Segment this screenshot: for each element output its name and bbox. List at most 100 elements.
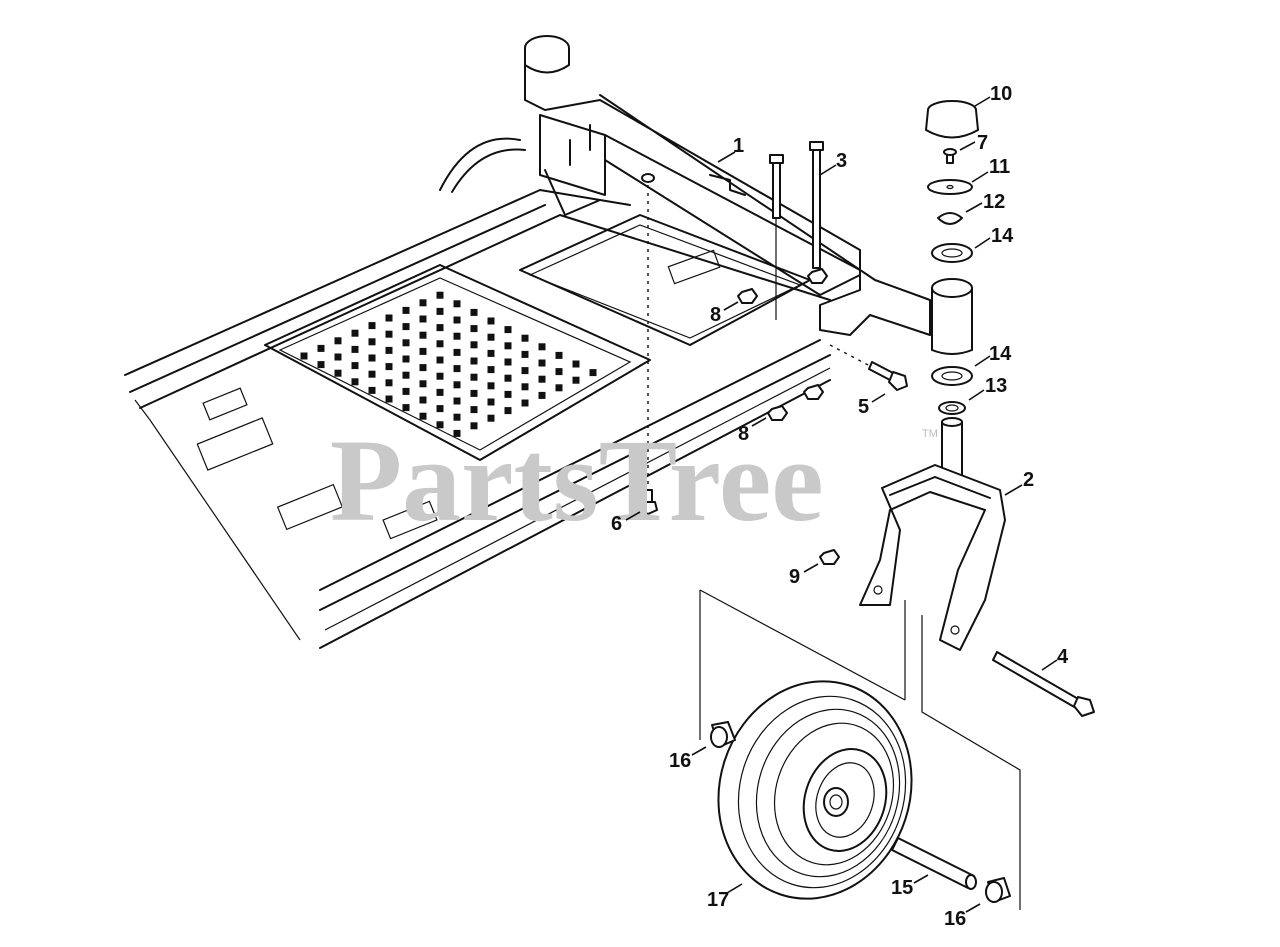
wheel-exploded-outline bbox=[699, 589, 1021, 910]
bolt-horizontal bbox=[829, 344, 908, 391]
grate-hole bbox=[589, 369, 597, 377]
svg-text:12: 12 bbox=[983, 191, 1005, 213]
grate-hole bbox=[436, 340, 444, 348]
grate-hole bbox=[453, 381, 461, 389]
grate-hole bbox=[385, 379, 393, 387]
grate-hole bbox=[402, 339, 410, 347]
svg-text:10: 10 bbox=[990, 83, 1012, 105]
svg-text:16: 16 bbox=[944, 908, 966, 930]
grate-hole bbox=[555, 384, 563, 392]
grate-hole bbox=[487, 398, 495, 406]
grate-hole bbox=[521, 367, 529, 375]
svg-text:1: 1 bbox=[733, 135, 744, 157]
grate-hole bbox=[436, 307, 444, 315]
svg-text:8: 8 bbox=[738, 423, 749, 445]
grate-hole bbox=[504, 407, 512, 415]
grate-hole bbox=[402, 387, 410, 395]
callout-17: 17 bbox=[707, 883, 743, 911]
grate-hole bbox=[453, 397, 461, 405]
svg-text:14: 14 bbox=[991, 225, 1014, 247]
grate-hole bbox=[334, 353, 342, 361]
callout-12: 12 bbox=[965, 191, 1005, 213]
grate-hole bbox=[470, 325, 478, 333]
grate-hole bbox=[538, 391, 546, 399]
grate-hole bbox=[385, 363, 393, 371]
grate-hole bbox=[504, 326, 512, 334]
callout-9: 9 bbox=[789, 563, 819, 588]
grate-hole bbox=[453, 316, 461, 324]
callout-5: 5 bbox=[858, 393, 886, 418]
callout-7: 7 bbox=[959, 132, 988, 154]
grate-hole bbox=[504, 390, 512, 398]
bolt-short bbox=[638, 173, 658, 515]
watermark-trademark: TM bbox=[922, 428, 938, 440]
grate-hole bbox=[436, 372, 444, 380]
grate-hole bbox=[419, 299, 427, 307]
grate-hole bbox=[351, 329, 359, 337]
grate-hole bbox=[402, 323, 410, 331]
grate-hole bbox=[351, 345, 359, 353]
grate-hole bbox=[572, 376, 580, 384]
grate-hole bbox=[504, 342, 512, 350]
front-axle-crossbar bbox=[524, 35, 973, 355]
grate-hole bbox=[487, 382, 495, 390]
grate-hole bbox=[470, 308, 478, 316]
callout-8-lower: 8 bbox=[738, 417, 767, 445]
grate-hole bbox=[317, 344, 325, 352]
grate-hole bbox=[555, 351, 563, 359]
grate-hole bbox=[436, 388, 444, 396]
grate-hole bbox=[419, 396, 427, 404]
grate-hole bbox=[419, 347, 427, 355]
svg-text:9: 9 bbox=[789, 566, 800, 588]
grate-hole bbox=[300, 352, 308, 360]
callout-14-upper: 14 bbox=[974, 225, 1014, 249]
grate-hole bbox=[368, 354, 376, 362]
grate-hole bbox=[487, 349, 495, 357]
grate-hole bbox=[402, 355, 410, 363]
svg-text:11: 11 bbox=[989, 156, 1010, 178]
grate-hole bbox=[470, 406, 478, 414]
front-caster-wheel bbox=[717, 680, 913, 900]
locknut bbox=[737, 268, 828, 421]
grate-hole bbox=[555, 368, 563, 376]
floor-plate-grate bbox=[300, 291, 597, 437]
grate-hole bbox=[436, 324, 444, 332]
grate-hole bbox=[436, 421, 444, 429]
grate-hole bbox=[521, 350, 529, 358]
grate-hole bbox=[470, 357, 478, 365]
grate-hole bbox=[402, 306, 410, 314]
grate-hole bbox=[334, 369, 342, 377]
svg-text:2: 2 bbox=[1023, 469, 1034, 491]
callout-13: 13 bbox=[968, 375, 1007, 401]
grate-hole bbox=[453, 300, 461, 308]
grate-hole bbox=[385, 346, 393, 354]
grate-hole bbox=[453, 429, 461, 437]
caster-fork bbox=[859, 417, 1006, 651]
grate-hole bbox=[385, 314, 393, 322]
grate-hole bbox=[317, 361, 325, 369]
grate-hole bbox=[487, 366, 495, 374]
fork-hardware-stack bbox=[925, 100, 979, 415]
grate-hole bbox=[504, 374, 512, 382]
grate-hole bbox=[572, 360, 580, 368]
callout-2: 2 bbox=[1004, 469, 1034, 496]
grate-hole bbox=[521, 399, 529, 407]
spacer bbox=[710, 721, 1011, 903]
grate-hole bbox=[436, 291, 444, 299]
callout-10: 10 bbox=[974, 83, 1012, 107]
svg-text:7: 7 bbox=[977, 132, 988, 154]
svg-text:8: 8 bbox=[710, 304, 721, 326]
grate-hole bbox=[453, 365, 461, 373]
callout-3: 3 bbox=[819, 150, 847, 176]
grate-hole bbox=[419, 315, 427, 323]
svg-text:17: 17 bbox=[707, 889, 729, 911]
svg-text:6: 6 bbox=[611, 513, 622, 535]
grate-hole bbox=[538, 375, 546, 383]
svg-text:4: 4 bbox=[1057, 646, 1069, 668]
svg-text:15: 15 bbox=[891, 877, 913, 899]
grate-hole bbox=[402, 404, 410, 412]
grate-hole bbox=[487, 333, 495, 341]
bolt-long-pair bbox=[769, 141, 824, 320]
grate-hole bbox=[368, 322, 376, 330]
